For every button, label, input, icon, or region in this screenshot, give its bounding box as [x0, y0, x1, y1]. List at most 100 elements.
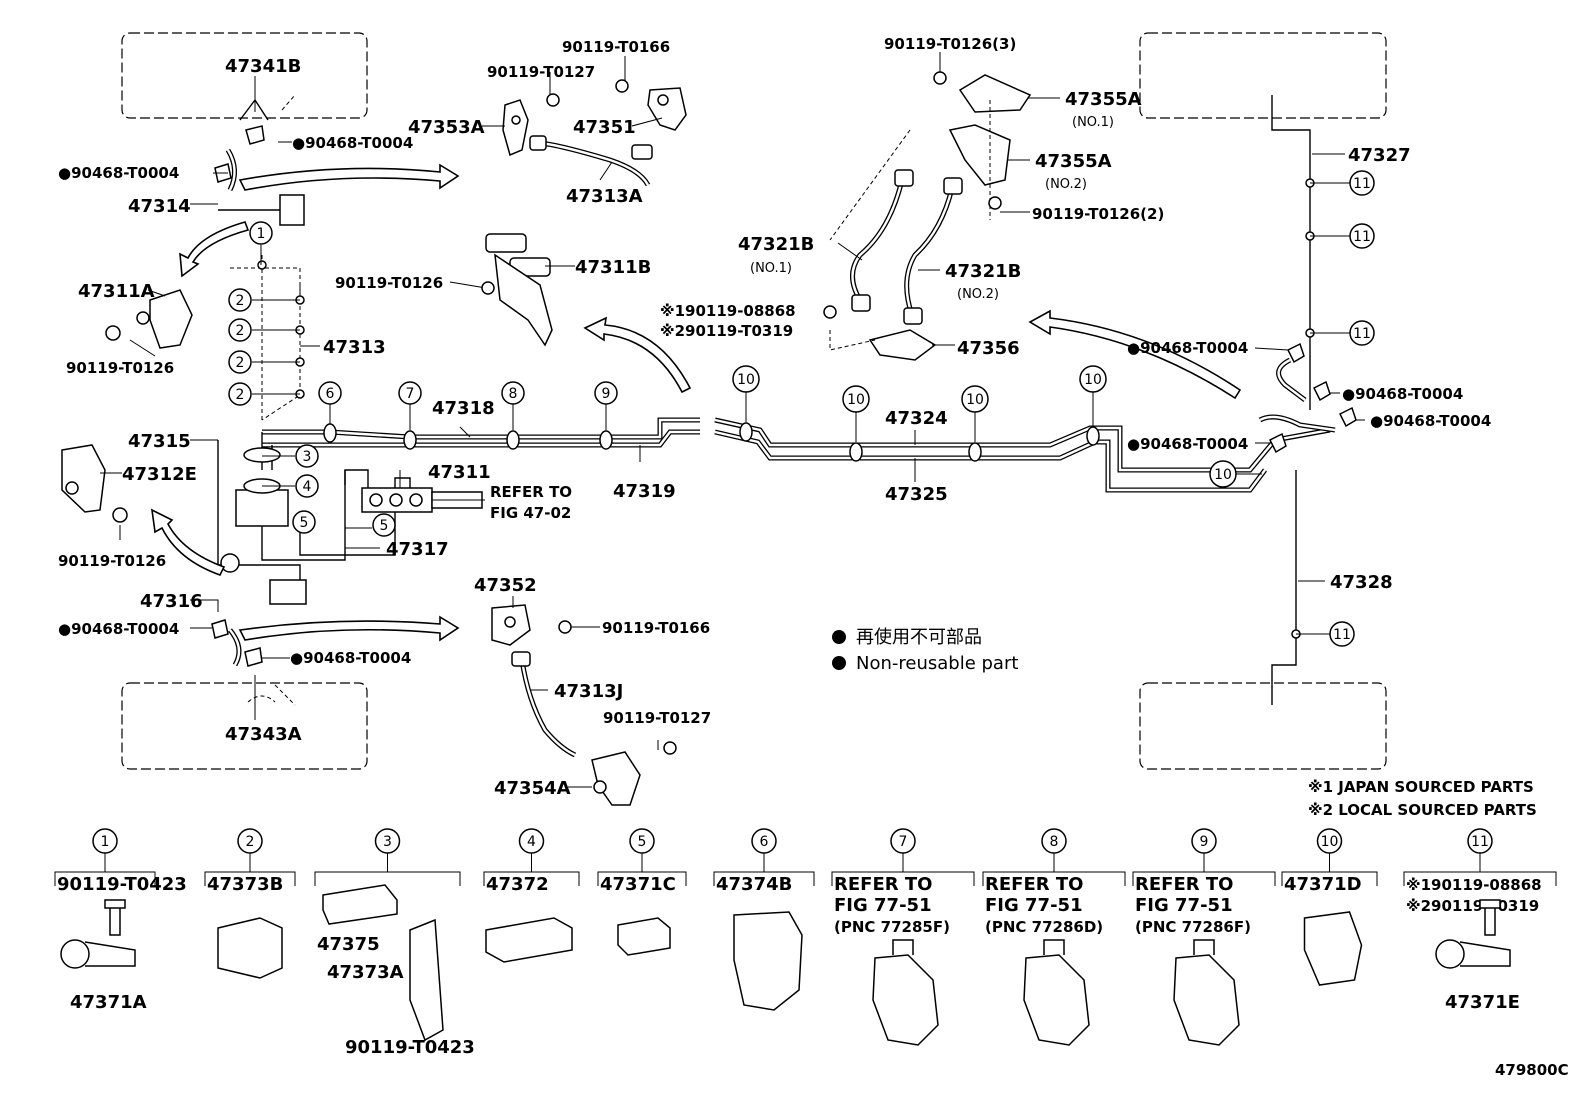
source-note-2: ※2 LOCAL SOURCED PARTS	[1308, 801, 1537, 819]
label-47319: 47319	[613, 481, 676, 502]
label-90119-T0166-a: 90119-T0166	[562, 38, 670, 56]
detail-callout-number: 4	[527, 834, 536, 850]
bracket-47354A	[591, 751, 641, 806]
callout-11d: 11	[1329, 621, 1355, 647]
label-90468-T0004-g: ●90468-T0004	[1370, 412, 1491, 430]
label-90119-T0126-c: 90119-T0126	[335, 274, 443, 292]
detail-part-drawing	[485, 917, 573, 963]
label-90468-T0004-b: ●90468-T0004	[58, 164, 179, 182]
detail-callout-number: 9	[1200, 834, 1209, 850]
detail-callout-number: 1	[101, 834, 110, 850]
source-notes: ※1 JAPAN SOURCED PARTS ※2 LOCAL SOURCED …	[1308, 778, 1537, 819]
label-90119-T0166-b: 90119-T0166	[602, 619, 710, 637]
pipe-47313	[230, 267, 301, 706]
label-47313J: 47313J	[554, 681, 623, 702]
svg-text:9: 9	[602, 386, 611, 402]
callout-10d: 10	[1079, 365, 1107, 393]
bolt-icon	[546, 93, 560, 107]
svg-text:5: 5	[300, 515, 309, 531]
block-47315	[220, 447, 307, 605]
label-47356: 47356	[957, 338, 1020, 359]
reference-box-bottom-left	[121, 682, 368, 770]
bolt-icon	[663, 741, 677, 755]
detail-panel-part-number: 47371E	[1445, 992, 1520, 1013]
label-no2: (NO.2)	[957, 287, 999, 302]
detail-part-drawing	[217, 917, 283, 979]
detail-bracket	[204, 853, 296, 886]
callout-2a: 2	[228, 288, 252, 312]
detail-bracket	[483, 853, 580, 886]
detail-panels: 190119-T042347371A247373B34737547373A901…	[54, 828, 1557, 1058]
svg-text:4: 4	[303, 479, 312, 495]
pipe-clips	[257, 178, 1315, 639]
reference-box-top-left	[121, 32, 368, 119]
bolt-icon	[112, 507, 128, 523]
detail-bracket	[1132, 853, 1276, 886]
svg-text:10: 10	[737, 372, 755, 388]
label-47313: 47313	[323, 337, 386, 358]
label-90468-T0004-e: ●90468-T0004	[1127, 339, 1248, 357]
bracket-47355A-no2	[948, 124, 1011, 186]
detail-bracket	[982, 853, 1126, 886]
label-90119-T0319: ※290119-T0319	[660, 322, 793, 340]
detail-bracket	[314, 853, 461, 886]
document-code: 479800C	[1495, 1061, 1569, 1079]
label-90468-T0004-c: ●90468-T0004	[58, 620, 179, 638]
detail-panel-text: ※290119-T0319	[1406, 897, 1539, 915]
callout-4: 4	[295, 474, 319, 498]
callout-11a: 11	[1349, 170, 1375, 196]
hose-47321B-no1	[850, 169, 914, 312]
callout-10b: 10	[842, 385, 870, 413]
label-47343A: 47343A	[225, 724, 302, 745]
label-47314: 47314	[128, 196, 191, 217]
callout-2c: 2	[228, 350, 252, 374]
callout-2b: 2	[228, 318, 252, 342]
callout-2d: 2	[228, 382, 252, 406]
bolt-icon	[933, 71, 947, 85]
legend: 再使用不可部品 Non-reusable part	[832, 627, 1018, 674]
detail-callout-number: 2	[246, 834, 255, 850]
detail-panel-text: 90119-T0423	[57, 874, 187, 895]
fastener-labels: ●90468-T0004 ●90468-T0004 ●90468-T0004 ●…	[58, 35, 1491, 727]
hose-47321B-no2	[903, 177, 963, 325]
svg-text:2: 2	[236, 293, 245, 309]
detail-callout-number: 10	[1321, 834, 1339, 850]
detail-panel-text: 47371D	[1284, 874, 1362, 895]
bracket-47356	[868, 329, 937, 361]
detail-bracket	[831, 853, 975, 886]
label-90119-T0126-a: 90119-T0126	[66, 359, 174, 377]
leader-lines	[100, 52, 1365, 788]
callout-9: 9	[594, 381, 618, 405]
detail-panel-text: 90119-T0423	[345, 1037, 475, 1058]
label-47321B-no1: 47321B	[738, 234, 814, 255]
detail-callout-number: 3	[383, 834, 392, 850]
callout-6: 6	[318, 381, 342, 405]
label-no1: (NO.1)	[750, 261, 792, 276]
callout-10c: 10	[961, 385, 989, 413]
label-47316: 47316	[140, 591, 203, 612]
bolt-icon	[615, 79, 629, 93]
detail-bracket	[713, 853, 815, 886]
label-no1b: (NO.1)	[1072, 115, 1114, 130]
pipe-47318-47319	[262, 417, 700, 448]
detail-bracket	[597, 853, 687, 886]
label-47355A-no1: 47355A	[1065, 89, 1142, 110]
label-47318: 47318	[432, 398, 495, 419]
callout-1: 1	[249, 221, 273, 245]
detail-part-drawing	[1303, 911, 1363, 986]
label-47328: 47328	[1330, 572, 1393, 593]
bolt-icon	[823, 305, 837, 319]
svg-text:6: 6	[326, 386, 335, 402]
bracket-47311B	[485, 233, 553, 347]
bolt-icon	[105, 325, 121, 341]
detail-panel-text: (PNC 77285F)	[834, 918, 950, 936]
label-47341B: 47341B	[225, 56, 301, 77]
svg-text:10: 10	[847, 392, 865, 408]
